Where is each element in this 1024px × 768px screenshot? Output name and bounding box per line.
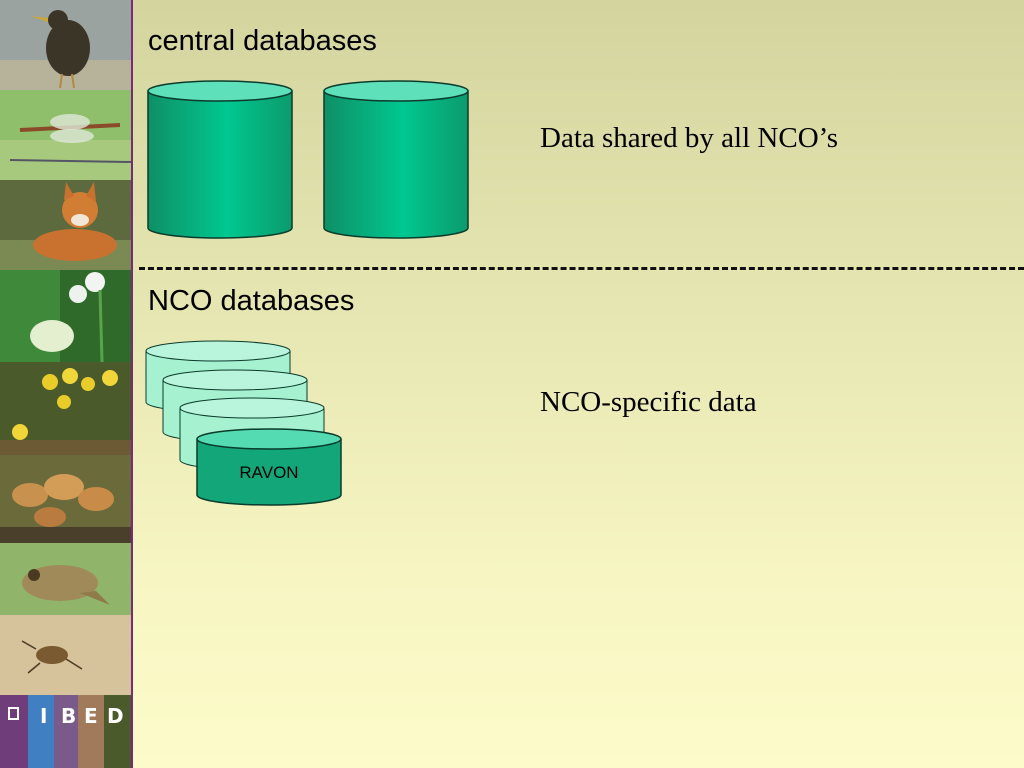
nco-database-stack [145,340,342,506]
ibed-letter-e: E [84,704,98,728]
ibed-letter-i: I [40,704,48,728]
ibed-letter-d: D [107,704,124,728]
shared-data-note: Data shared by all NCO’s [540,122,838,154]
fox-image [0,180,131,270]
nco-specific-note: NCO-specific data [540,386,757,418]
dashed-divider [139,267,1024,270]
butterfly-flower-image [0,270,131,362]
frog-image [0,543,131,615]
central-databases-heading: central databases [148,25,377,57]
photo-sidebar: I B E D [0,0,133,768]
nco-databases-heading: NCO databases [148,285,355,317]
ibed-logo-panel [0,695,131,768]
yellow-flowers-image [0,362,131,455]
central-database-cylinder-1 [147,80,293,239]
starling-bird-image [0,0,131,90]
ravon-label: RAVON [239,463,299,482]
beetle-image [0,615,131,695]
central-database-cylinder-2 [323,80,469,239]
dragonfly-image [0,90,131,180]
mushrooms-image [0,455,131,543]
ravon-database-cylinder [196,428,342,506]
ibed-letter-b: B [61,704,77,728]
